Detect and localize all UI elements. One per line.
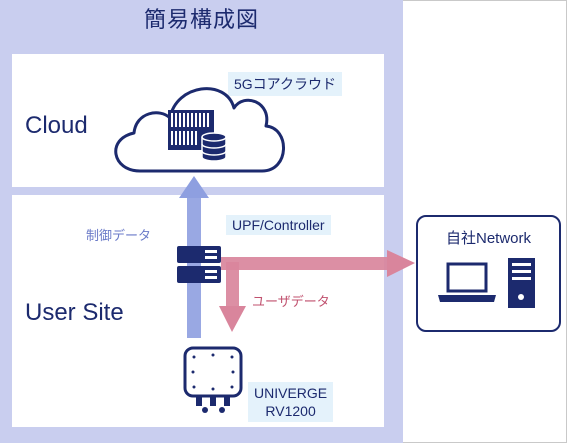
upf-controller-tag: UPF/Controller [226, 215, 331, 235]
network-switch-icon [177, 246, 221, 283]
company-network-box: 自社Network [416, 215, 561, 332]
cloud-label: Cloud [25, 112, 88, 139]
user-site-label: User Site [25, 299, 124, 326]
company-network-title: 自社Network [445, 230, 531, 247]
cloud-5g-tag: 5Gコアクラウド [228, 72, 342, 96]
user-data-arrow-right [221, 250, 415, 277]
user-data-label: ユーザデータ [252, 294, 330, 309]
desktop-tower-icon [508, 258, 535, 308]
univerge-tag: UNIVERGE RV1200 [248, 382, 334, 422]
univerge-line2: RV1200 [265, 403, 316, 419]
user-data-arrow-down [219, 262, 246, 332]
univerge-line1: UNIVERGE [254, 385, 328, 401]
router-device-icon [183, 346, 243, 413]
diagram-title: 簡易構成図 [143, 7, 259, 32]
database-icon [201, 132, 227, 162]
laptop-icon [438, 262, 496, 302]
control-data-label: 制御データ [86, 228, 152, 243]
